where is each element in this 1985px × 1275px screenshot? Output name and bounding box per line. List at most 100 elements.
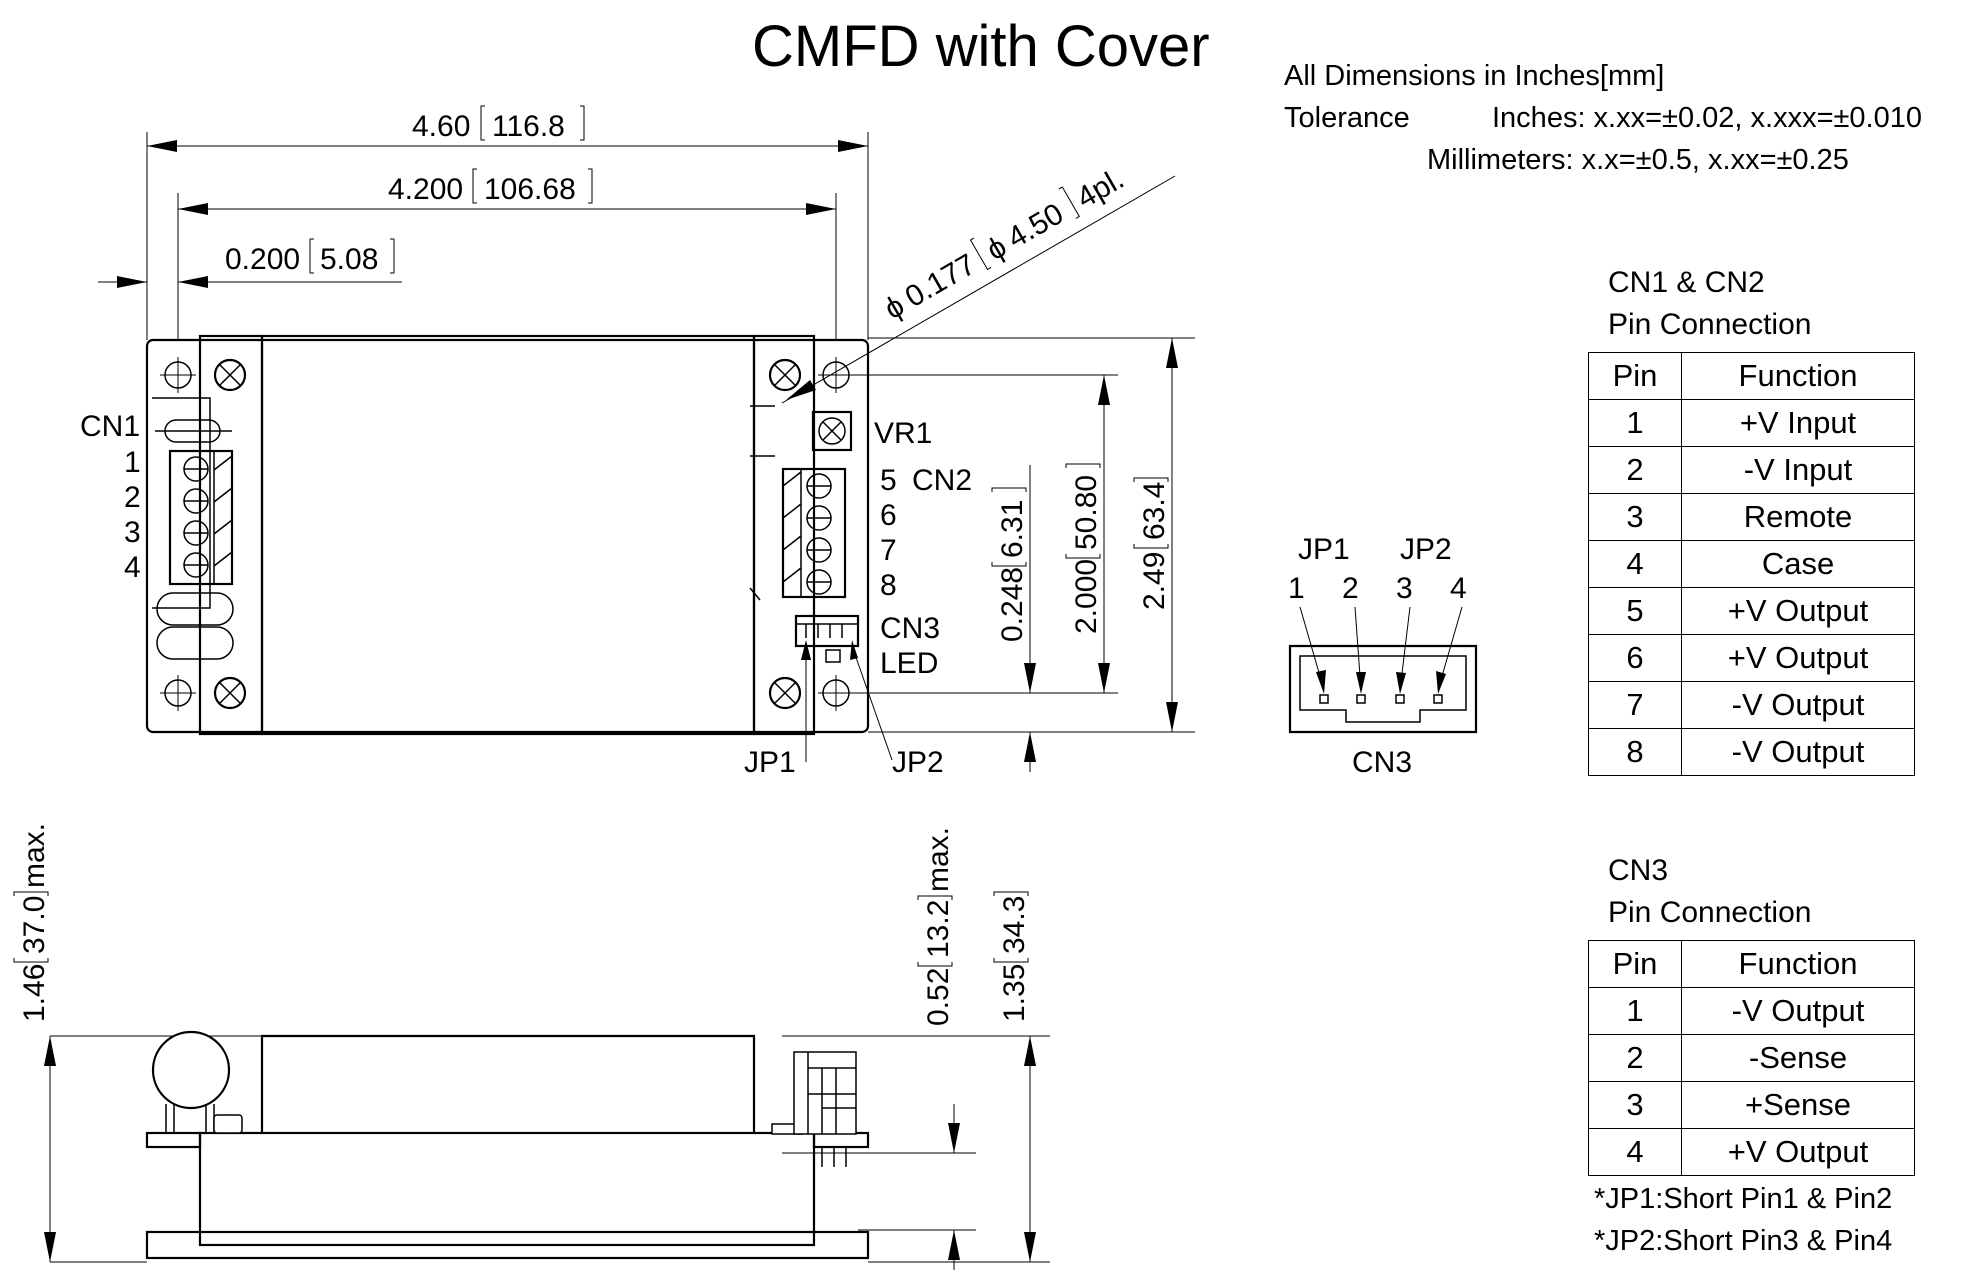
- label-led: LED: [880, 647, 938, 680]
- table-cell-function: -V Output: [1681, 681, 1915, 729]
- label-vr1: VR1: [874, 417, 932, 450]
- table-row: 4 Case: [1588, 540, 1915, 588]
- dim-offset-y-mm: 6.31: [996, 500, 1029, 558]
- cn3-detail-pin-2: 2: [1342, 572, 1359, 605]
- tolerance-mm: Millimeters: x.x=±0.5, x.xx=±0.25: [1427, 144, 1849, 176]
- table-header-pin: Pin: [1588, 940, 1682, 988]
- side-view-dimension-texts: 1.46 37.0 max. 0.52 13.2 max. 1.35 34.3: [13, 823, 1031, 1026]
- table-header-function: Function: [1681, 940, 1915, 988]
- table-row: 5 +V Output: [1588, 587, 1915, 635]
- cn3-detail-pin-4: 4: [1450, 572, 1467, 605]
- table-cn3: Pin Function 1 -V Output 2 -Sense 3 +Sen…: [1588, 940, 1915, 1176]
- top-view-body: [145, 334, 893, 762]
- label-cn1-pin-4: 4: [124, 551, 141, 584]
- table-cell-pin: 6: [1588, 634, 1682, 682]
- dim-width-in: 2.49: [1138, 552, 1171, 610]
- dim-pin-height-in: 0.52: [922, 968, 955, 1026]
- table-row: 1 +V Input: [1588, 399, 1915, 447]
- vr1-trimmer: [811, 410, 853, 452]
- screw-top-left: [213, 358, 247, 392]
- dim-hole-offset-mm: 5.08: [320, 243, 378, 276]
- cn3-detail: JP1 JP2 1 2 3 4 CN3: [1288, 533, 1478, 779]
- table-header-pin: Pin: [1588, 352, 1682, 400]
- table-cell-pin: 1: [1588, 987, 1682, 1035]
- dim-body-height-mm: 34.3: [998, 896, 1031, 954]
- dim-width-mm: 63.4: [1138, 482, 1171, 540]
- screw-bottom-right: [768, 676, 802, 710]
- table-cell-pin: 8: [1588, 728, 1682, 776]
- table-cell-function: Remote: [1681, 493, 1915, 541]
- table-cell-pin: 4: [1588, 540, 1682, 588]
- dim-overall-length-in: 4.60: [412, 110, 470, 143]
- dim-overall-height-suffix: max.: [18, 823, 51, 888]
- jumper-note-jp2: *JP2:Short Pin3 & Pin4: [1594, 1225, 1893, 1257]
- table-row: 2 -V Input: [1588, 446, 1915, 494]
- dim-hole-offset-in: 0.200: [225, 243, 300, 276]
- label-cn1-pin-1: 1: [124, 446, 141, 479]
- label-cn3: CN3: [880, 612, 940, 645]
- table-row: 4 +V Output: [1588, 1128, 1915, 1176]
- table-cn1-cn2-caption-1: CN1 & CN2: [1608, 266, 1765, 299]
- cn3-detail-pin-3: 3: [1396, 572, 1413, 605]
- table-cell-pin: 3: [1588, 1081, 1682, 1129]
- dim-pitch-width-in: 2.000: [1070, 559, 1103, 634]
- table-cell-pin: 3: [1588, 493, 1682, 541]
- dim-overall-height-mm: 37.0: [18, 896, 51, 954]
- top-view-dimensions: [98, 132, 1195, 772]
- label-cn1: CN1: [80, 410, 140, 443]
- units-note: All Dimensions in Inches[mm]: [1284, 60, 1664, 92]
- table-cell-function: -V Output: [1681, 987, 1915, 1035]
- table-row: 1 -V Output: [1588, 987, 1915, 1035]
- label-cn1-pin-2: 2: [124, 481, 141, 514]
- table-cell-function: +Sense: [1681, 1081, 1915, 1129]
- table-row: 3 Remote: [1588, 493, 1915, 541]
- cn2-terminal-block: [781, 467, 847, 599]
- side-view: [44, 1030, 1050, 1270]
- table-cell-pin: 7: [1588, 681, 1682, 729]
- table-cn1-cn2-caption-2: Pin Connection: [1608, 308, 1812, 341]
- table-row: 7 -V Output: [1588, 681, 1915, 729]
- table-cell-function: +V Input: [1681, 399, 1915, 447]
- table-cn3-caption-2: Pin Connection: [1608, 896, 1812, 929]
- table-header-row: Pin Function: [1588, 940, 1915, 988]
- table-cell-function: +V Output: [1681, 1128, 1915, 1176]
- dim-overall-length-mm: 116.8: [492, 110, 565, 143]
- top-view-dimension-texts: 4.60 116.8 4.200 106.68 0.200 5.08 ϕ 0.1…: [225, 105, 1171, 642]
- cn3-detail-jp1: JP1: [1298, 533, 1350, 566]
- dim-hole-dia-mm: 4.50: [1002, 197, 1069, 255]
- tolerance-label: Tolerance: [1284, 102, 1410, 134]
- label-cn2-pin-5: 5: [880, 464, 897, 497]
- dim-pin-height-suffix: max.: [922, 827, 955, 892]
- mounting-hole-top-left: [160, 357, 196, 393]
- cn1-terminal-block: [168, 449, 234, 586]
- table-row: 3 +Sense: [1588, 1081, 1915, 1129]
- table-cell-pin: 5: [1588, 587, 1682, 635]
- label-cn2: CN2: [912, 464, 972, 497]
- cn3-detail-pin-1: 1: [1288, 572, 1305, 605]
- capacitors: [156, 592, 234, 660]
- dim-overall-height-in: 1.46: [18, 964, 51, 1022]
- dim-hole-pitch-in: 4.200: [388, 173, 463, 206]
- cn3-connector: [794, 614, 860, 663]
- label-cn2-pin-8: 8: [880, 569, 897, 602]
- table-row: 8 -V Output: [1588, 728, 1915, 776]
- cn3-detail-jp2: JP2: [1400, 533, 1452, 566]
- table-cn3-caption-1: CN3: [1608, 854, 1669, 887]
- table-cell-pin: 4: [1588, 1128, 1682, 1176]
- table-row: 6 +V Output: [1588, 634, 1915, 682]
- tolerance-inches: Inches: x.xx=±0.02, x.xxx=±0.010: [1492, 102, 1922, 134]
- table-header-row: Pin Function: [1588, 352, 1915, 400]
- dim-hole-pitch-mm: 106.68: [484, 173, 576, 206]
- table-cell-pin: 2: [1588, 1034, 1682, 1082]
- table-cell-pin: 1: [1588, 399, 1682, 447]
- dim-offset-y-in: 0.248: [996, 567, 1029, 642]
- table-cell-function: +V Output: [1681, 634, 1915, 682]
- mounting-hole-top-right: [818, 357, 854, 393]
- table-cn1-cn2: Pin Function 1 +V Input 2 -V Input 3 Rem…: [1588, 352, 1915, 776]
- dim-body-height-in: 1.35: [998, 964, 1031, 1022]
- dim-pin-height-mm: 13.2: [922, 900, 955, 958]
- mounting-hole-bottom-right: [818, 675, 854, 711]
- table-cell-function: -V Input: [1681, 446, 1915, 494]
- dim-hole-dia-in: 0.177: [900, 248, 982, 314]
